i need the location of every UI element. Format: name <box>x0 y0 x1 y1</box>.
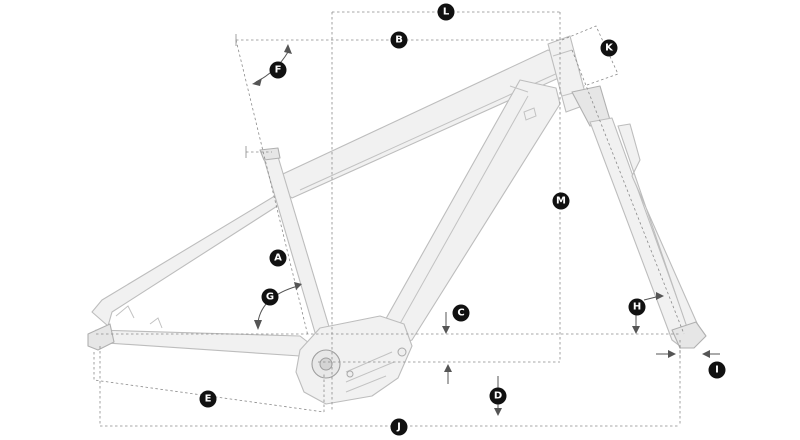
fork-dropout <box>671 321 707 349</box>
label-f: F <box>275 65 282 76</box>
badge-a: A <box>269 249 287 267</box>
badge-c: C <box>452 304 470 322</box>
label-h: H <box>633 302 641 313</box>
badge-h: H <box>628 298 646 316</box>
badge-j: J <box>390 418 408 436</box>
label-k: K <box>605 43 614 54</box>
label-i: I <box>715 365 719 376</box>
badge-e: E <box>199 390 217 408</box>
label-a: A <box>274 253 282 264</box>
label-d: D <box>494 391 502 402</box>
motor-housing <box>295 315 413 405</box>
seat-collar <box>259 147 281 161</box>
badge-b: B <box>390 31 408 49</box>
badge-g: G <box>261 288 279 306</box>
label-c: C <box>457 308 464 319</box>
badge-m: M <box>552 192 570 210</box>
badge-k: K <box>600 39 618 57</box>
chainstay <box>91 329 319 363</box>
label-m: M <box>556 196 566 207</box>
rear-dropout <box>87 323 115 351</box>
label-l: L <box>443 7 450 18</box>
badge-f: F <box>269 61 287 79</box>
badge-d: D <box>489 387 507 405</box>
label-e: E <box>205 394 212 405</box>
label-j: J <box>396 422 401 433</box>
badge-l: L <box>437 3 455 21</box>
bike-frame <box>87 35 707 405</box>
label-g: G <box>266 292 274 303</box>
label-b: B <box>395 35 403 46</box>
badge-i: I <box>708 361 726 379</box>
